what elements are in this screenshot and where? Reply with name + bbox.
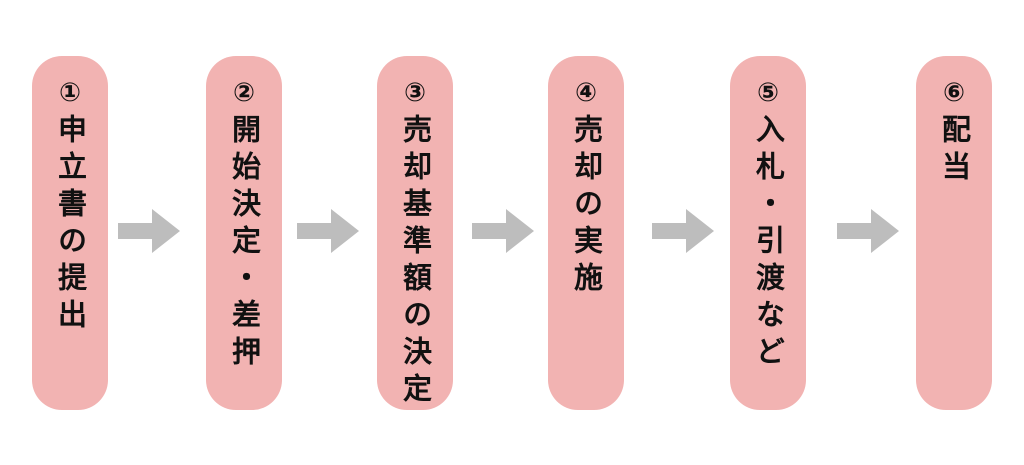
step-6-label: 配当 xyxy=(937,114,972,188)
step-3-box: ③ 売却基準額の決定 xyxy=(377,56,453,410)
step-4-box: ④ 売却の実施 xyxy=(548,56,624,410)
step-5-label: 入札・引渡など xyxy=(751,114,786,373)
step-5-box: ⑤ 入札・引渡など xyxy=(730,56,806,410)
arrow-5-icon xyxy=(837,209,899,253)
arrow-4-icon xyxy=(652,209,714,253)
step-1-number: ① xyxy=(58,78,81,108)
step-2-label: 開始決定・差押 xyxy=(227,114,262,373)
arrow-2-icon xyxy=(297,209,359,253)
step-2-number: ② xyxy=(232,78,255,108)
step-2-box: ② 開始決定・差押 xyxy=(206,56,282,410)
step-1-label: 申立書の提出 xyxy=(53,114,88,336)
step-3-number: ③ xyxy=(403,78,426,108)
step-4-label: 売却の実施 xyxy=(569,114,604,299)
step-6-number: ⑥ xyxy=(942,78,965,108)
step-5-number: ⑤ xyxy=(756,78,779,108)
arrow-3-icon xyxy=(472,209,534,253)
step-6-box: ⑥ 配当 xyxy=(916,56,992,410)
step-3-label: 売却基準額の決定 xyxy=(398,114,433,410)
step-1-box: ① 申立書の提出 xyxy=(32,56,108,410)
step-4-number: ④ xyxy=(574,78,597,108)
arrow-1-icon xyxy=(118,209,180,253)
